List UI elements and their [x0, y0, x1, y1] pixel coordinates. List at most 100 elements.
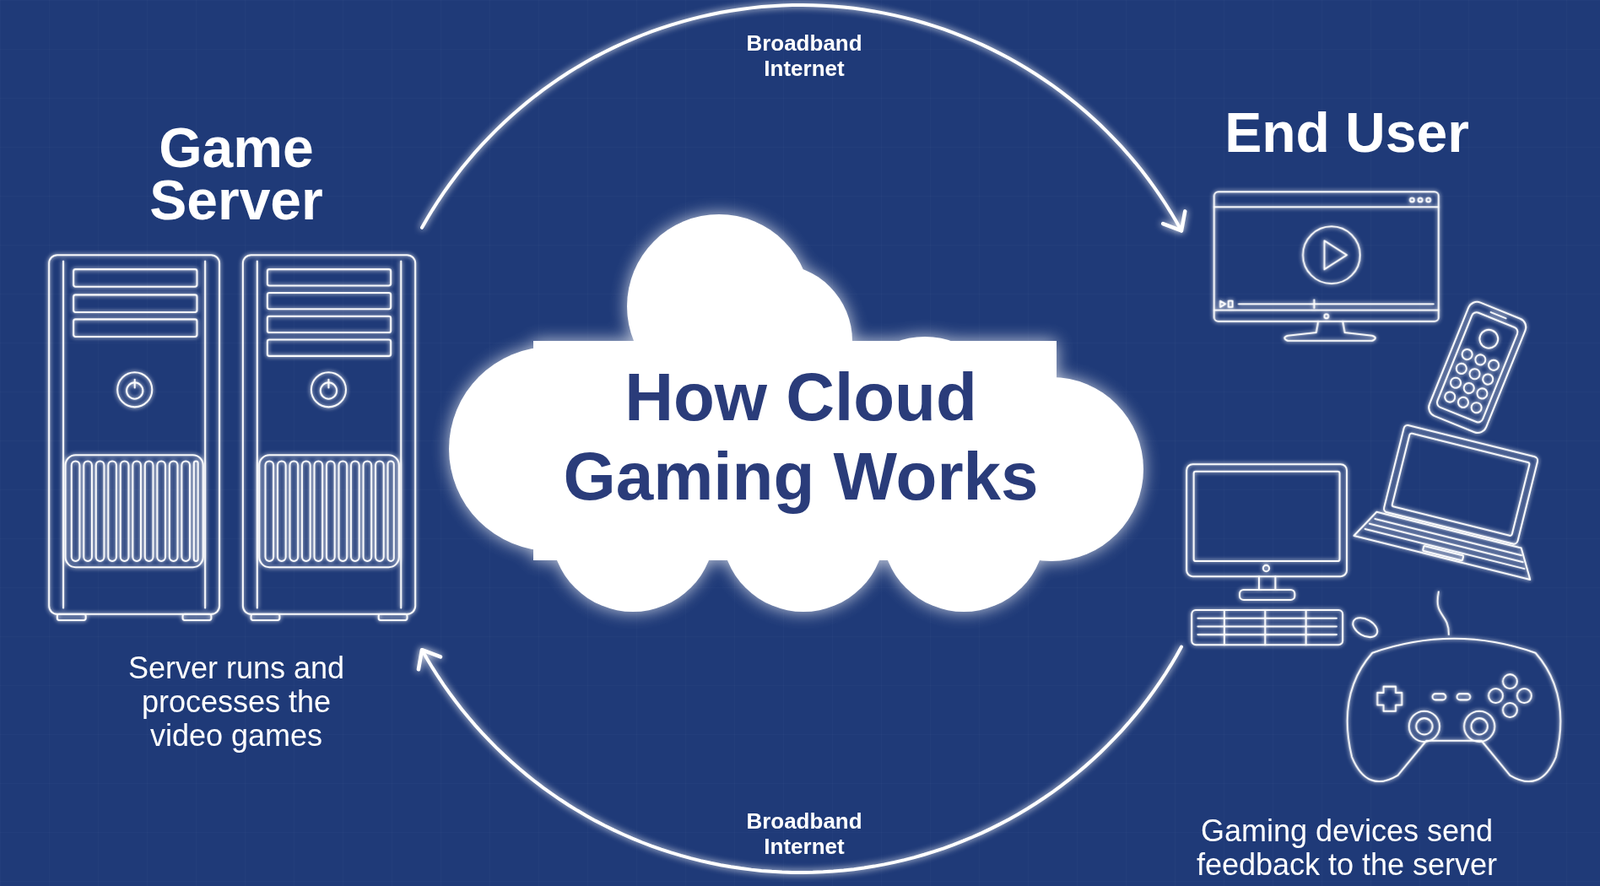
- mouse: [1349, 613, 1381, 641]
- vent-slot: [83, 460, 92, 561]
- phone-app: [1476, 326, 1501, 351]
- laptop-base: [1353, 508, 1537, 580]
- network-arc: [421, 647, 1182, 873]
- vent-slot: [351, 460, 360, 561]
- phone-app: [1448, 376, 1463, 390]
- gamepad: [1346, 591, 1561, 782]
- network-arc: [421, 5, 1182, 231]
- tower-panel-edge: [400, 261, 402, 609]
- user-node: End UserGaming devices send feedback to …: [1181, 84, 1579, 882]
- gamepad-stick: [1464, 711, 1495, 742]
- monitor-stand: [1259, 576, 1276, 590]
- phone-app: [1454, 362, 1469, 376]
- keyboard-key: [1223, 610, 1226, 645]
- phone-app: [1475, 386, 1489, 400]
- keyboard: [1191, 610, 1343, 645]
- trackpad: [1422, 545, 1464, 562]
- tower-foot: [182, 614, 211, 621]
- node-caption: Gaming devices send feedback to the serv…: [1181, 814, 1513, 882]
- phone-app: [1462, 381, 1476, 395]
- vent-slot: [277, 460, 287, 561]
- vent-slot: [96, 460, 105, 561]
- desktop-computer: [1186, 464, 1381, 645]
- window-dot: [1418, 198, 1423, 203]
- phone-app: [1468, 367, 1482, 381]
- tower-panel-edge: [62, 261, 65, 609]
- gamepad-start: [1456, 693, 1471, 700]
- progress-knob: [1313, 299, 1315, 309]
- gamepad-button: [1488, 688, 1503, 703]
- desktop-screen: [1194, 471, 1341, 562]
- vent-slot: [338, 460, 347, 561]
- node-heading: Game Server: [67, 121, 406, 227]
- vent-slot: [375, 460, 384, 561]
- gamepad-body: [1346, 638, 1561, 782]
- vent-slot: [289, 460, 298, 561]
- player-control: [1220, 301, 1226, 308]
- phone-speaker: [1491, 312, 1507, 319]
- vent-slot: [169, 460, 179, 561]
- gamepad-stick: [1409, 711, 1440, 742]
- vent-slot: [120, 460, 130, 561]
- tower-foot: [57, 614, 87, 621]
- vent-slot: [264, 460, 274, 561]
- gamepad-dpad: [1377, 686, 1402, 712]
- window-dot: [1426, 198, 1431, 203]
- phone-app: [1456, 395, 1471, 410]
- drive-bay: [267, 292, 391, 309]
- phone-app: [1470, 400, 1484, 415]
- phone-screen: [1435, 310, 1519, 424]
- monitor-base: [1239, 589, 1295, 600]
- keyboard-row: [1197, 633, 1336, 636]
- play-triangle: [1324, 240, 1347, 270]
- vent-slot: [326, 460, 336, 561]
- gamepad-cable: [1437, 591, 1449, 635]
- vent-slot: [132, 460, 141, 561]
- window-bar: [1214, 205, 1439, 208]
- gamepad-button: [1502, 674, 1518, 689]
- drive-bay: [73, 318, 197, 337]
- monitor-frame: [1214, 191, 1439, 322]
- vent-slot: [362, 460, 372, 561]
- drive-bay: [267, 316, 391, 333]
- power-button: [117, 372, 152, 407]
- server-tower: [243, 254, 416, 621]
- monitor-stand: [1284, 321, 1376, 341]
- monitor-led: [1324, 313, 1329, 319]
- phone-app: [1443, 390, 1457, 405]
- node-caption: Server runs and processes the video game…: [105, 651, 368, 753]
- phone-app: [1486, 358, 1501, 373]
- diagram-title: How Cloud Gaming Works: [530, 357, 1071, 517]
- drive-bay: [73, 294, 197, 313]
- vent-grille: [259, 454, 400, 568]
- drive-bay: [267, 269, 391, 286]
- phone-app: [1473, 352, 1487, 367]
- keyboard-key: [1264, 610, 1266, 645]
- drive-bay: [267, 340, 391, 357]
- player-control: [1228, 301, 1233, 308]
- tower-case: [48, 254, 220, 615]
- play-button: [1302, 226, 1361, 284]
- drive-bay: [73, 269, 197, 287]
- gamepad-stick: [1416, 718, 1433, 735]
- tower-foot: [378, 614, 408, 621]
- vent-slot: [194, 460, 199, 561]
- vent-slot: [387, 460, 394, 561]
- server-tower: [48, 254, 220, 621]
- vent-slot: [145, 460, 154, 561]
- tower-case: [243, 254, 416, 615]
- keyboard-row: [1197, 625, 1336, 628]
- vent-slot: [313, 460, 323, 561]
- gamepad-button: [1502, 702, 1518, 718]
- tower-foot: [250, 614, 280, 621]
- connector-label: Broadband Internet: [736, 808, 872, 860]
- window-dot: [1410, 198, 1415, 203]
- phone-app: [1460, 347, 1475, 362]
- tower-panel-edge: [204, 261, 206, 609]
- gamepad-select: [1432, 693, 1446, 700]
